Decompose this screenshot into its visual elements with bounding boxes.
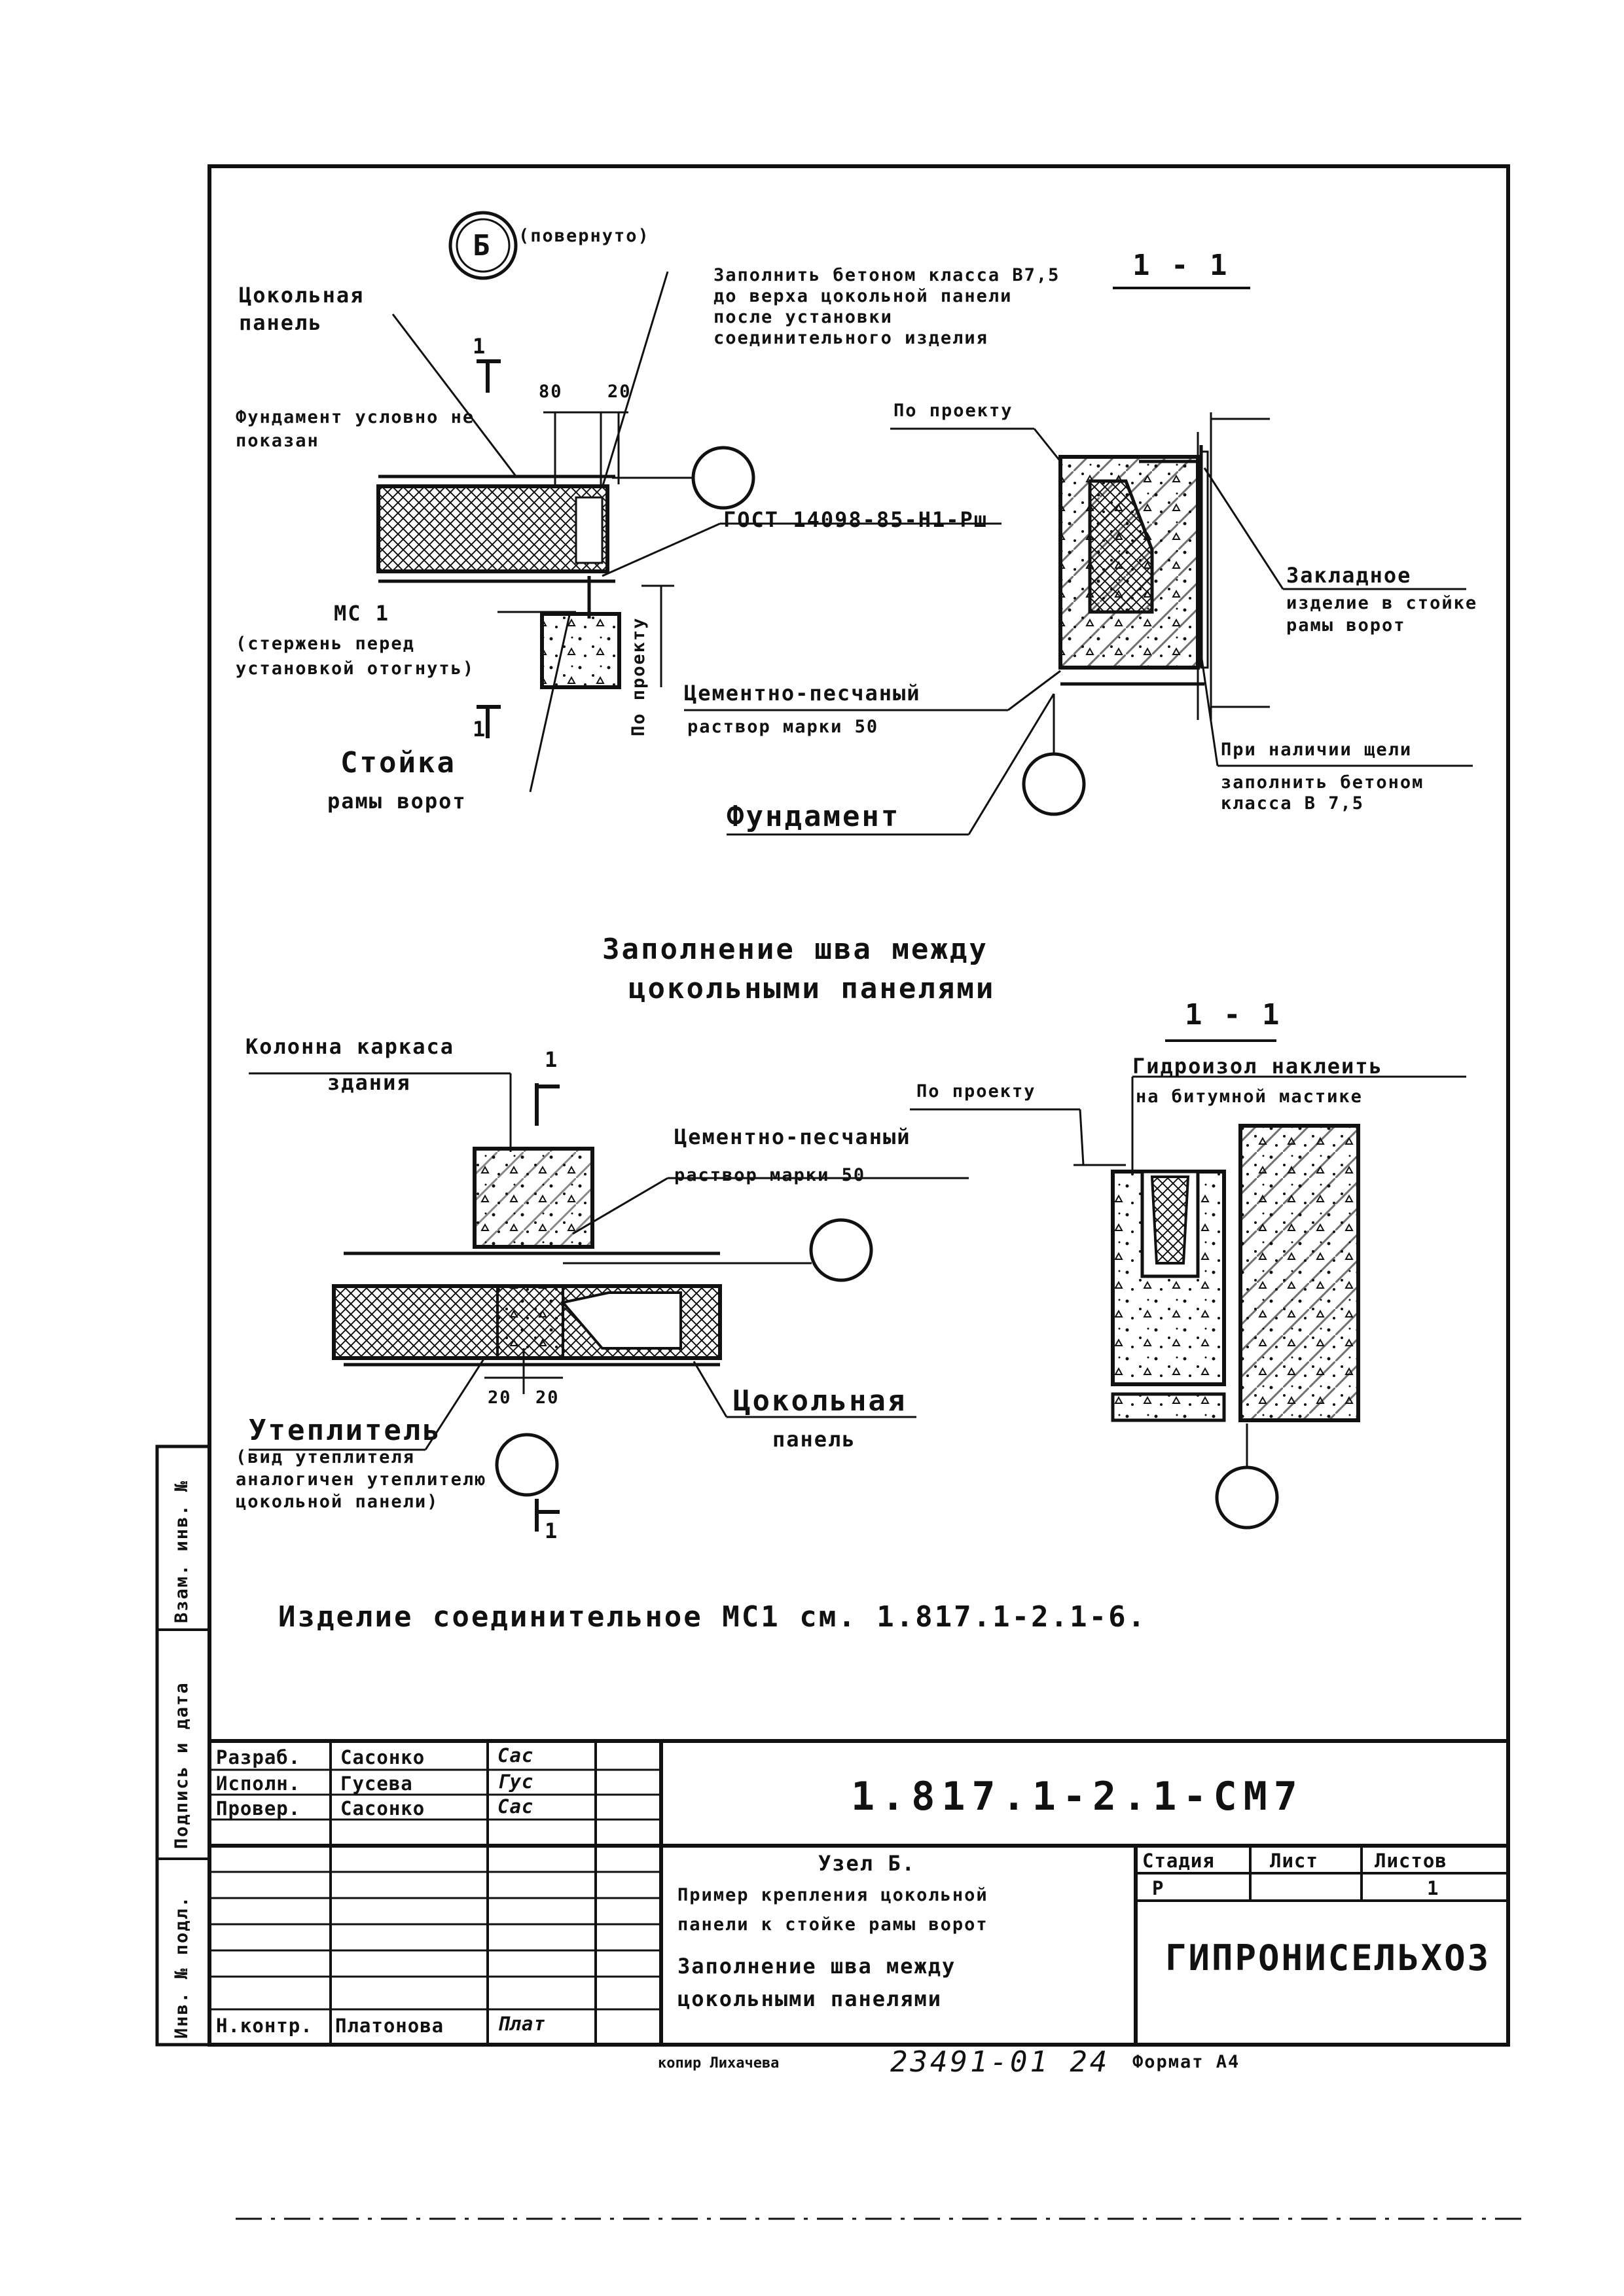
sheet-header: Лист (1270, 1850, 1318, 1872)
uteplitel-label: Утеплитель (249, 1414, 442, 1447)
row-role-4: Н.контр. (216, 2015, 313, 2037)
section-top-title: 1 - 1 (1132, 249, 1229, 282)
stage-header: Стадия (1142, 1850, 1215, 1872)
gidroizol-label: Гидроизол наклеить (1132, 1054, 1383, 1079)
panel-label: Цокольная панель (239, 283, 365, 335)
sheets-value: 1 (1427, 1877, 1439, 1899)
fundament-label: Фундамент (727, 800, 901, 833)
joint-title: Заполнение шва между (602, 933, 988, 966)
format-label: Формат А4 (1132, 2052, 1240, 2072)
stoyka-label: Стойка (340, 746, 456, 780)
joint-title-2: цокольными панелями (628, 972, 996, 1005)
stamp-inv-podl: Инв. № подл. (171, 1895, 192, 2039)
row-name-2: Гусева (340, 1772, 413, 1795)
joint-cut-bottom: 1 (545, 1518, 559, 1543)
joint-rastvor-2: раствор марки 50 (674, 1165, 866, 1185)
column-label-2: здания (327, 1070, 411, 1095)
joint-cut-top: 1 (545, 1047, 559, 1072)
rastvor-label-2: раствор марки 50 (687, 717, 879, 737)
title-line-3: панели к стойке рамы ворот (677, 1914, 988, 1935)
row-sign-2: Гус (497, 1770, 534, 1793)
uteplitel-note: (вид утеплителя аналогичен утеплителю цо… (236, 1447, 487, 1512)
ms1-note: (стержень перед установкой отогнуть) (236, 634, 475, 679)
row-name-3: Сасонко (340, 1797, 425, 1820)
order-number: 23491-01 24 (890, 2045, 1110, 2079)
gost-label: ГОСТ 14098-85-Н1-Рш (723, 507, 988, 532)
column-label: Колонна каркаса (245, 1034, 454, 1059)
stage-value: Р (1152, 1877, 1164, 1899)
section-top-po-proektu: По проекту (893, 401, 1013, 421)
copier: копир Лихачева (658, 2055, 780, 2072)
detail-marker: Б (473, 229, 492, 262)
row-role-2: Исполн. (216, 1772, 301, 1795)
row-name-1: Сасонко (340, 1746, 425, 1768)
row-name-4: Платонова (335, 2015, 444, 2037)
stamp-vzam-inv: Взам. инв. № (171, 1479, 192, 1623)
zakladnoe-label: Закладное (1286, 563, 1412, 588)
doc-code: 1.817.1-2.1-СМ7 (851, 1774, 1304, 1820)
zakladnoe-note: изделие в стойке рамы ворот (1286, 593, 1478, 636)
joint-panel-label-2: панель (772, 1427, 856, 1452)
row-sign-4: Плат (497, 2013, 546, 2035)
shel-note: заполнить бетоном класса В 7,5 (1221, 772, 1424, 814)
cut-mark-bottom: 1 (473, 717, 487, 742)
fill-note: Заполнить бетоном класса В7,5 до верха ц… (713, 265, 1060, 348)
dim-80: 80 (539, 382, 563, 402)
joint-dim-left: 20 (488, 1388, 512, 1408)
row-sign-1: Сас (497, 1744, 534, 1767)
rastvor-label: Цементно-песчаный (684, 681, 921, 706)
row-role-1: Разраб. (216, 1746, 301, 1768)
row-role-3: Провер. (216, 1797, 301, 1820)
section-bottom-po-proektu: По проекту (916, 1081, 1036, 1102)
stoyka-label-2: рамы ворот (327, 789, 467, 814)
reference-note: Изделие соединительное МС1 см. 1.817.1-2… (278, 1600, 1147, 1634)
section-bottom-title: 1 - 1 (1185, 998, 1282, 1031)
stamp-podpis-data: Подпись и дата (171, 1681, 192, 1849)
row-sign-3: Сас (497, 1795, 534, 1818)
joint-dim-right: 20 (535, 1388, 560, 1408)
title-line-1: Узел Б. (818, 1851, 916, 1876)
title-line-5: цокольными панелями (677, 1986, 943, 2011)
sheets-header: Листов (1375, 1850, 1447, 1872)
ms1-label: МС 1 (334, 601, 390, 626)
rotated-note: (повернуто) (518, 226, 650, 246)
gidroizol-label-2: на битумной мастике (1136, 1086, 1363, 1107)
title-line-4: Заполнение шва между (677, 1954, 956, 1979)
org-name: ГИПРОНИСЕЛЬХОЗ (1165, 1937, 1491, 1979)
joint-panel-label: Цокольная (733, 1384, 907, 1418)
joint-rastvor: Цементно-песчаный (674, 1124, 911, 1149)
foundation-note: Фундамент условно не показан (236, 407, 475, 451)
dim-20: 20 (607, 382, 632, 402)
po-proektu-vertical: По проекту (628, 617, 649, 736)
shel-label: При наличии щели (1221, 740, 1413, 760)
cut-mark-top: 1 (473, 334, 487, 359)
title-line-2: Пример крепления цокольной (677, 1885, 988, 1905)
